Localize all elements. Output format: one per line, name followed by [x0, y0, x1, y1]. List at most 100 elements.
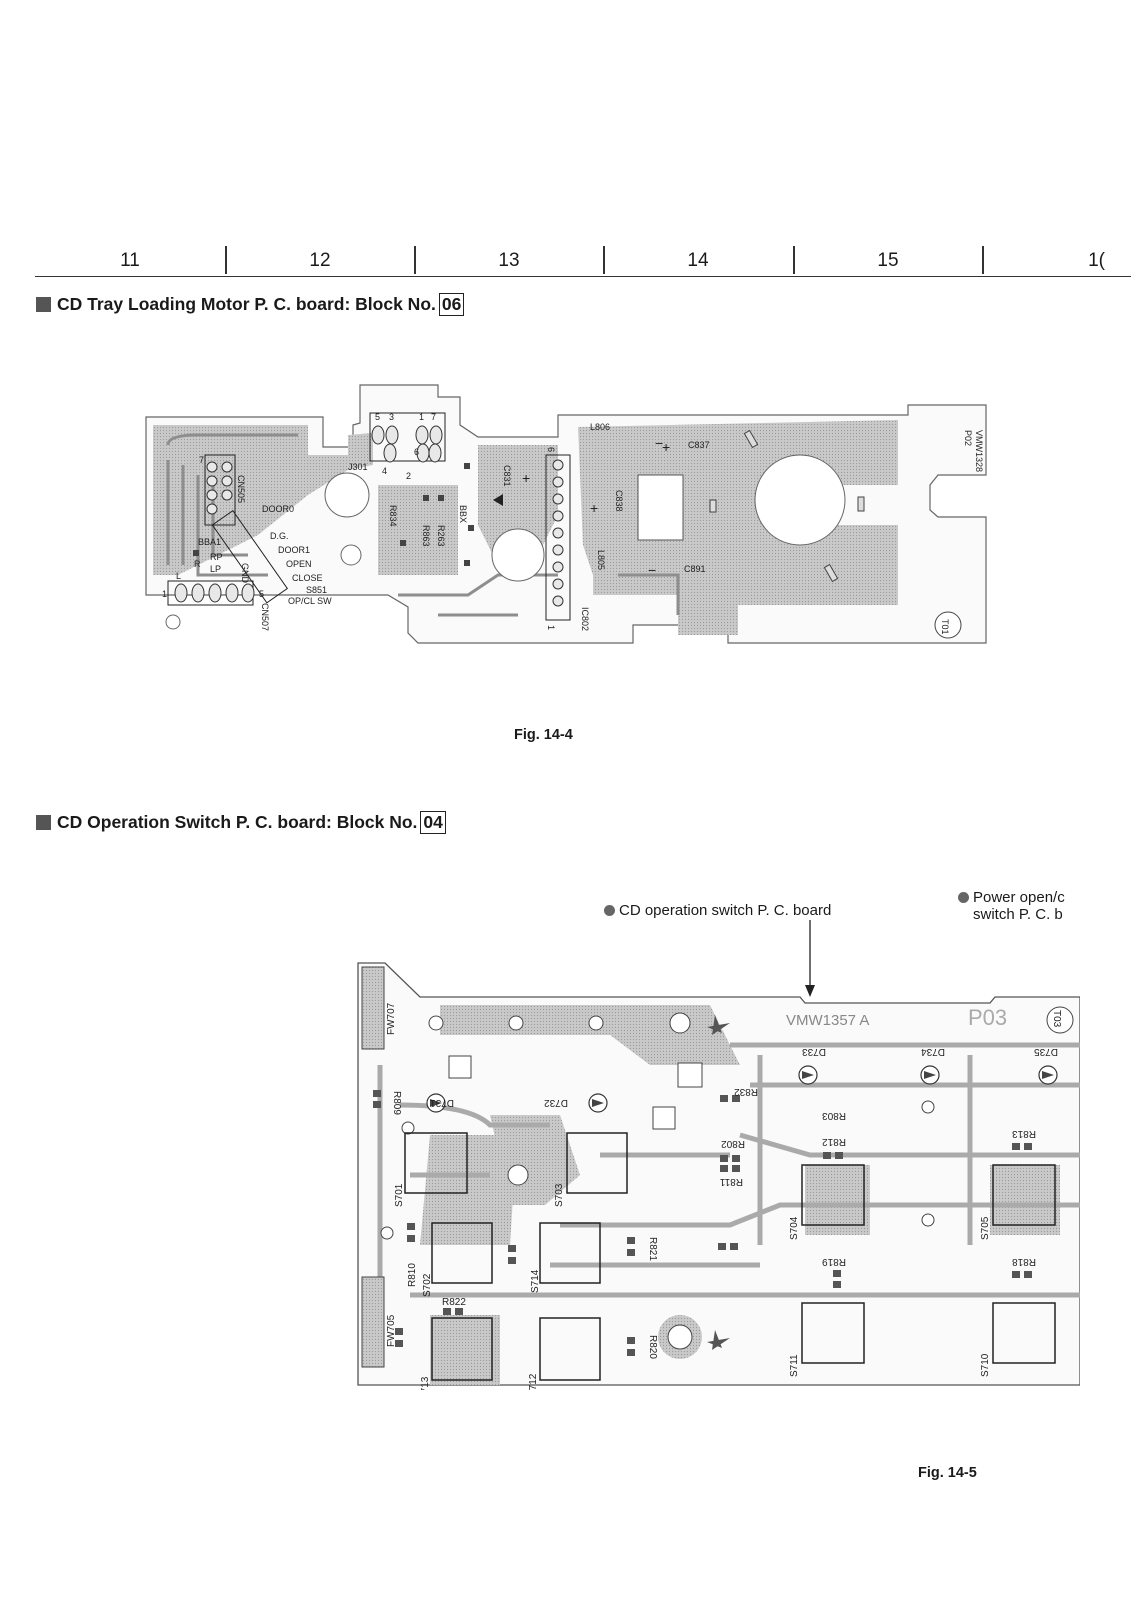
- ruler-col-16: 1(: [1088, 250, 1105, 271]
- heading-square-icon: [36, 815, 51, 830]
- label-d731: D731: [430, 1097, 454, 1108]
- label-d732: D732: [544, 1097, 568, 1108]
- label-cn507: CN507: [260, 603, 270, 631]
- label-l806: L806: [590, 422, 610, 432]
- label-lp: LP: [210, 564, 221, 574]
- label-l: L: [176, 571, 181, 581]
- label-door0: DOOR0: [262, 504, 294, 514]
- label-rp: RP: [210, 552, 223, 562]
- label-r819: R819: [822, 1256, 846, 1267]
- ruler-col-11: 11: [120, 250, 140, 271]
- label-pin-1b: 1: [546, 625, 556, 630]
- label-vmw1328: VMW1328: [974, 430, 984, 472]
- cd-operation-switch-board: VMW1357 A P03 T03 FW707 FW705 D731 D732 …: [357, 920, 1080, 1390]
- label-p02: P02: [963, 430, 973, 446]
- label-r810: R810: [407, 1263, 418, 1287]
- label-r803: R803: [822, 1110, 846, 1121]
- label-r834: R834: [388, 505, 398, 527]
- label-s705: S705: [980, 1216, 991, 1240]
- svg-text:+: +: [590, 500, 598, 516]
- label-r802: R802: [721, 1138, 745, 1149]
- label-pin-3: 3: [389, 412, 394, 422]
- label-s711: S711: [789, 1354, 800, 1377]
- label-r809: R809: [391, 1091, 402, 1115]
- block-number: 04: [420, 811, 446, 834]
- label-r832: R832: [734, 1086, 758, 1097]
- callout-text-line1: Power open/c: [973, 889, 1065, 906]
- label-pin-4: 4: [382, 466, 387, 476]
- svg-text:+: +: [522, 470, 530, 486]
- label-gnd: GND: [240, 563, 250, 584]
- label-s712: S712: [528, 1373, 539, 1390]
- label-r822: R822: [442, 1297, 466, 1308]
- label-s714: S714: [530, 1269, 541, 1293]
- label-r263: R263: [436, 525, 446, 547]
- label-s710: S710: [980, 1353, 991, 1377]
- label-close: CLOSE: [292, 573, 323, 583]
- label-fw705: FW705: [386, 1314, 397, 1347]
- callout-text: CD operation switch P. C. board: [619, 902, 832, 919]
- label-j301: J301: [348, 462, 368, 472]
- ruler-separator: [982, 246, 984, 274]
- label-pin-2: 2: [406, 471, 411, 481]
- label-r812: R812: [822, 1136, 846, 1147]
- callout-text-line2: switch P. C. b: [973, 906, 1063, 923]
- label-r811: R811: [719, 1176, 743, 1187]
- callout-cd-operation-board: CD operation switch P. C. board: [604, 902, 831, 919]
- label-door1: DOOR1: [278, 545, 310, 555]
- label-ic802: IC802: [580, 607, 590, 631]
- label-pin-5: 5: [375, 412, 380, 422]
- label-c837: C837: [688, 440, 710, 450]
- figure-caption-14-5: Fig. 14-5: [918, 1465, 977, 1481]
- section-heading-operation-switch: CD Operation Switch P. C. board: Block N…: [36, 811, 446, 834]
- label-r820: R820: [647, 1335, 658, 1359]
- heading-square-icon: [36, 297, 51, 312]
- label-t01: T01: [940, 619, 950, 635]
- label-s703: S703: [554, 1183, 565, 1207]
- label-opclsw: OP/CL SW: [288, 596, 332, 606]
- label-d735: D735: [1034, 1046, 1058, 1057]
- ruler-separator: [793, 246, 795, 274]
- label-pin-1: 1: [419, 412, 424, 422]
- label-bba1: BBA1: [198, 537, 221, 547]
- ruler-separator: [414, 246, 416, 274]
- label-r821: R821: [647, 1237, 658, 1261]
- label-s702: S702: [422, 1273, 433, 1297]
- label-r863: R863: [421, 525, 431, 547]
- ruler-col-12: 12: [309, 250, 331, 271]
- section-title: CD Operation Switch P. C. board: Block N…: [57, 812, 418, 832]
- ruler-col-14: 14: [687, 250, 709, 271]
- bullet-dot-icon: [958, 892, 969, 903]
- label-pin5: 5: [259, 589, 264, 599]
- label-d733: D733: [802, 1046, 826, 1057]
- label-pin-6: 6: [414, 447, 419, 457]
- label-r: R: [194, 559, 201, 569]
- column-ruler: 11 12 13 14 15 1(: [35, 246, 1131, 277]
- block-number: 06: [438, 293, 465, 316]
- tray-loading-motor-board: CN505 DOOR0 D.G. DOOR1 OPEN CLOSE S851 O…: [145, 384, 987, 644]
- label-s713: S713: [420, 1376, 431, 1390]
- label-r813: R813: [1012, 1128, 1036, 1139]
- label-fw707: FW707: [386, 1002, 397, 1035]
- svg-text:+: +: [662, 439, 670, 455]
- label-vmw1357: VMW1357 A: [786, 1012, 869, 1029]
- label-c838: C838: [614, 490, 624, 512]
- label-p03: P03: [968, 1005, 1007, 1030]
- label-d734: D734: [921, 1046, 945, 1057]
- label-pin-6b: 6: [546, 447, 556, 452]
- label-pin7: 7: [199, 455, 204, 465]
- callout-power-switch-board: Power open/c switch P. C. b: [958, 889, 1065, 923]
- ruler-separator: [225, 246, 227, 274]
- ruler-col-15: 15: [877, 250, 899, 271]
- bullet-dot-icon: [604, 905, 615, 916]
- label-c831: C831: [502, 465, 512, 487]
- label-pin1: 1: [162, 589, 167, 599]
- label-l805: L805: [596, 550, 606, 570]
- section-title: CD Tray Loading Motor P. C. board: Block…: [57, 294, 436, 314]
- ruler-separator: [603, 246, 605, 274]
- label-pin-7: 7: [431, 412, 436, 422]
- label-s701: S701: [394, 1183, 405, 1207]
- label-bbx: BBX: [458, 505, 468, 523]
- label-cn505: CN505: [236, 475, 246, 503]
- label-r818: R818: [1012, 1256, 1036, 1267]
